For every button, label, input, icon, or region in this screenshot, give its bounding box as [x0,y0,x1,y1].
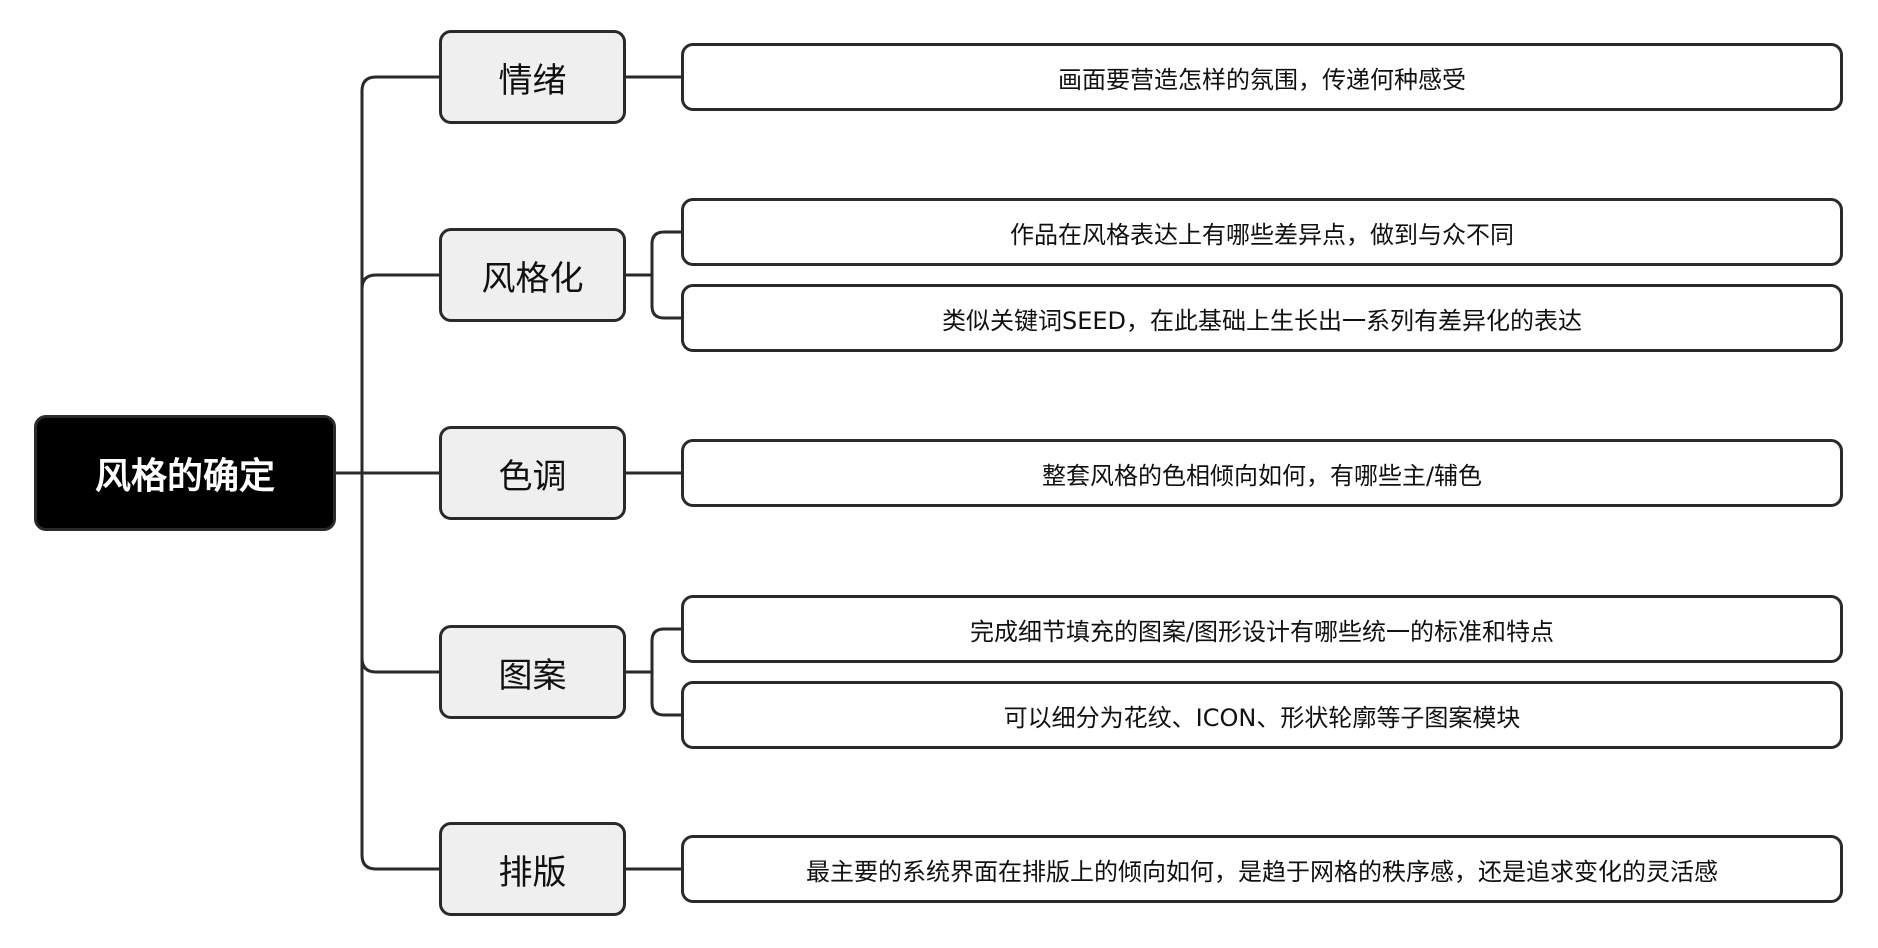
branch-node-fenggehua[interactable]: 风格化 [439,228,626,322]
leaf-label: 作品在风格表达上有哪些差异点，做到与众不同 [1010,220,1514,249]
leaf-label: 最主要的系统界面在排版上的倾向如何，是趋于网格的秩序感，还是追求变化的灵活感 [806,857,1718,886]
root-label: 风格的确定 [94,456,275,497]
leaf-connector-tuan [626,627,681,717]
branch-connector-tuan [360,657,439,674]
leaf-node[interactable]: 最主要的系统界面在排版上的倾向如何，是趋于网格的秩序感，还是追求变化的灵活感 [681,835,1843,903]
leaf-node[interactable]: 作品在风格表达上有哪些差异点，做到与众不同 [681,198,1843,266]
leaf-node[interactable]: 完成细节填充的图案/图形设计有哪些统一的标准和特点 [681,595,1843,663]
branch-connector-fengge [360,273,439,290]
branch-label: 排版 [498,852,567,893]
branch-label: 色调 [498,456,567,497]
root-node[interactable]: 风格的确定 [34,415,336,531]
branch-node-qingxu[interactable]: 情绪 [439,30,626,124]
branch-label: 风格化 [481,258,584,299]
leaf-label: 整套风格的色相倾向如何，有哪些主/辅色 [1041,461,1483,490]
branch-label: 情绪 [498,60,567,101]
branch-label: 图案 [498,655,567,696]
leaf-node[interactable]: 类似关键词SEED，在此基础上生长出一系列有差异化的表达 [681,284,1843,352]
branch-node-sediao[interactable]: 色调 [439,426,626,520]
leaf-node[interactable]: 可以细分为花纹、ICON、形状轮廓等子图案模块 [681,681,1843,749]
leaf-label: 画面要营造怎样的氛围，传递何种感受 [1058,65,1466,94]
branch-node-tuan[interactable]: 图案 [439,625,626,719]
leaf-connector-fengge [626,230,681,320]
leaf-label: 完成细节填充的图案/图形设计有哪些统一的标准和特点 [969,617,1555,646]
leaf-label: 可以细分为花纹、ICON、形状轮廓等子图案模块 [1003,703,1521,732]
branch-node-paiban[interactable]: 排版 [439,822,626,916]
leaf-label: 类似关键词SEED，在此基础上生长出一系列有差异化的表达 [941,306,1583,335]
leaf-node[interactable]: 整套风格的色相倾向如何，有哪些主/辅色 [681,439,1843,507]
leaf-node[interactable]: 画面要营造怎样的氛围，传递何种感受 [681,43,1843,111]
